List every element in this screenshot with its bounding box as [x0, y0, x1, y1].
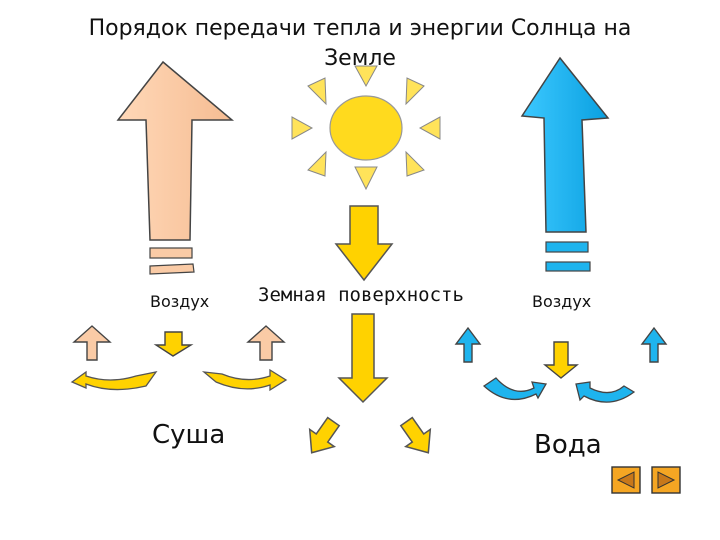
- slide-title: Порядок передачи тепла и энергии Солнца …: [88, 16, 632, 71]
- land-up-arrow-left: [72, 325, 112, 361]
- diagonal-arrow-left: [308, 416, 341, 454]
- large-up-arrow-air-right: [520, 56, 610, 272]
- nav-back-button[interactable]: [611, 466, 641, 494]
- surface-down-arrow: [337, 313, 389, 404]
- water-up-arrow-right: [640, 326, 668, 363]
- triangle-left-icon: [616, 471, 635, 489]
- label-air-left: Воздух: [150, 292, 210, 311]
- land-up-arrow-right: [246, 325, 286, 361]
- water-up-arrow-left: [454, 326, 482, 363]
- triangle-right-icon: [657, 471, 676, 489]
- diagonal-arrow-right: [399, 416, 432, 454]
- water-down-arrow: [543, 341, 579, 379]
- nav-forward-button[interactable]: [651, 466, 681, 494]
- label-air-right: Воздух: [532, 292, 592, 311]
- label-land: Суша: [152, 420, 226, 450]
- land-curved-arrow-right: [201, 368, 288, 392]
- sun-icon: [291, 65, 441, 191]
- label-earth-surface: Земная поверхность: [258, 284, 464, 306]
- land-curved-arrow-left: [70, 370, 158, 391]
- water-curved-arrow-right: [575, 381, 636, 403]
- sun-to-surface-arrow: [334, 205, 394, 282]
- water-curved-arrow-left: [482, 377, 548, 401]
- label-water: Вода: [534, 430, 602, 460]
- large-up-arrow-air-left: [116, 60, 235, 275]
- land-down-arrow: [153, 331, 194, 357]
